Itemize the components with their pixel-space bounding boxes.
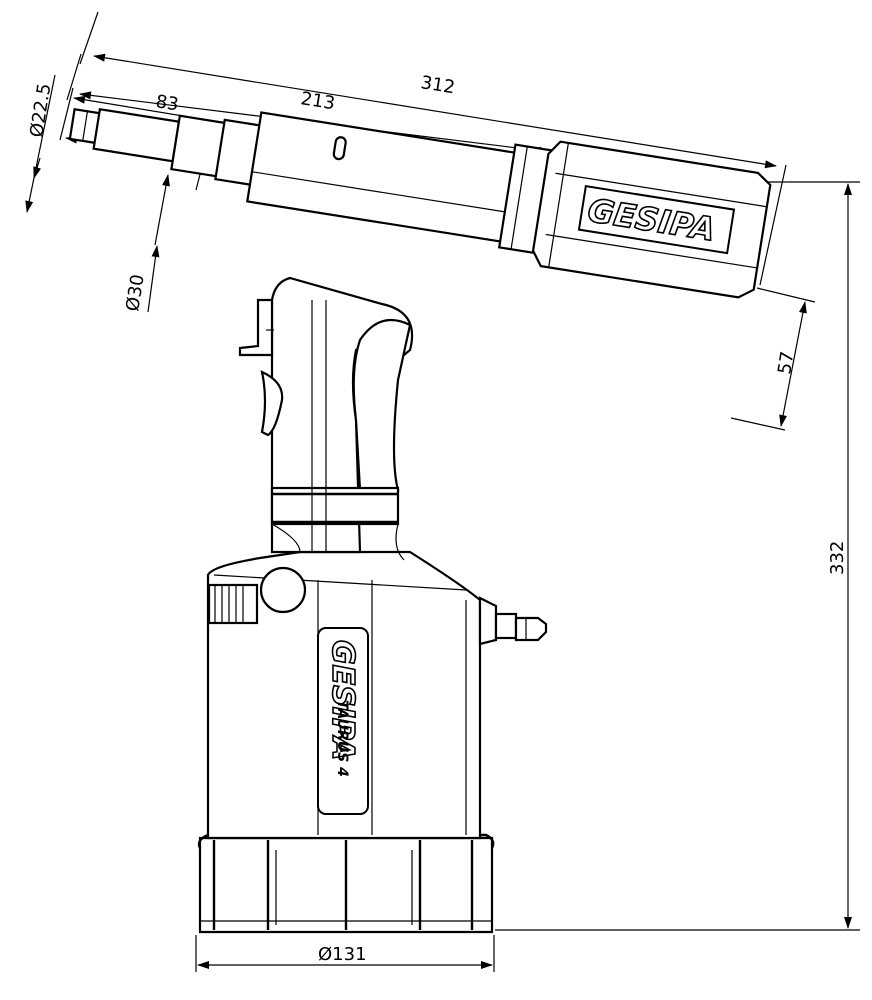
dim-213-label: 213 bbox=[299, 88, 336, 114]
body-brand-logo: GESIPA bbox=[325, 640, 360, 760]
barrel: GESIPA bbox=[68, 107, 772, 299]
dim-83-label: 83 bbox=[154, 91, 180, 115]
lower-body bbox=[206, 550, 548, 840]
rivet-tool: GESIPA TAURUS 4 bbox=[68, 107, 772, 934]
body-model-label: TAURUS 4 bbox=[334, 700, 350, 777]
dim-332-label: 332 bbox=[827, 541, 848, 575]
dim-22-5-label: Ø22.5 bbox=[26, 82, 55, 139]
body-logo-plate: GESIPA TAURUS 4 bbox=[317, 627, 369, 815]
handle bbox=[238, 276, 414, 561]
dim-30-label: Ø30 bbox=[122, 273, 149, 313]
dim-131-label: Ø131 bbox=[318, 944, 367, 965]
dim-57-label: 57 bbox=[774, 350, 798, 376]
base-ring bbox=[197, 833, 495, 934]
dim-312-label: 312 bbox=[419, 72, 456, 98]
